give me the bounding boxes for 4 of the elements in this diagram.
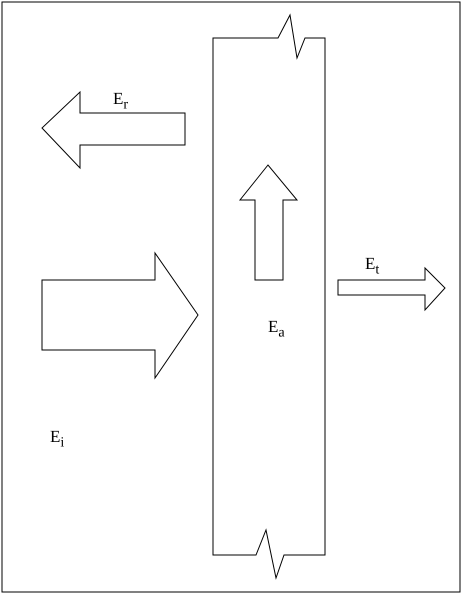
symbol-label: E$_{i}$ (50, 428, 64, 450)
symbol-label: E$_{t}$ (365, 255, 380, 277)
symbol-label: E$_{r}$ (113, 90, 128, 112)
symbol-label: E$_{a}$ (268, 318, 285, 340)
